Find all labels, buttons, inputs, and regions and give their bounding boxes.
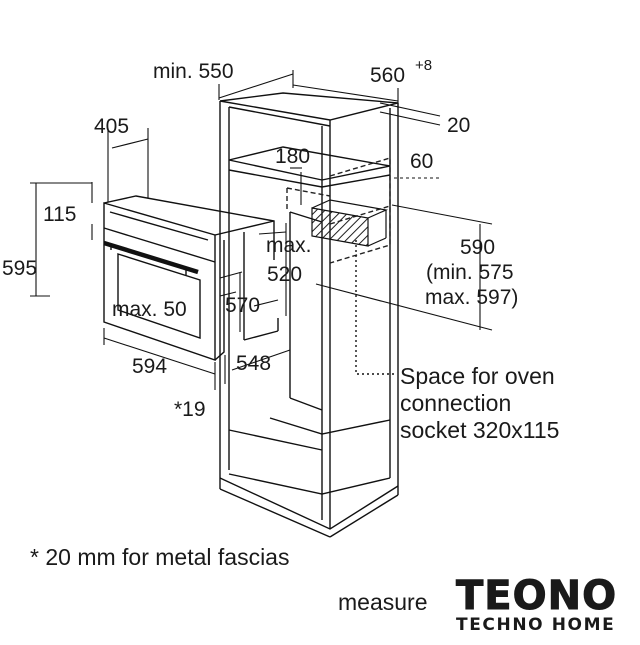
oven [103,195,279,361]
label-595: 595 [2,257,37,280]
callout-line-2: connection [400,390,511,416]
logo-tagline: TECHNO HOME [456,615,615,635]
dimension-labels: min. 550 560 +8 20 405 180 60 115 max. 5… [2,57,518,421]
label-180: 180 [275,145,310,168]
label-60: 60 [410,150,433,173]
label-520: 520 [267,263,302,286]
label-max: max. [266,234,312,257]
footnote: * 20 mm for metal fascias [30,544,289,570]
callout-line-3: socket 320x115 [400,417,559,443]
label-405: 405 [94,115,129,138]
label-min-575: (min. 575 [426,261,514,284]
label-548: 548 [236,352,271,375]
label-590: 590 [460,236,495,259]
label-20: 20 [447,114,470,137]
label-max-597: max. 597) [425,286,518,309]
label-115: 115 [43,203,76,226]
socket-callout: Space for oven connection socket 320x115 [400,363,559,443]
socket-area [311,199,389,247]
cabinet [219,92,399,538]
label-560-tolerance: +8 [415,57,432,74]
label-594: 594 [132,355,167,378]
label-19: *19 [174,398,206,421]
teono-logo: TEONO TECHNO HOME [448,570,634,635]
callout-leader [355,240,394,375]
dimension-lines [30,70,493,390]
label-570: 570 [225,294,260,317]
logo-brand: TEONO [456,573,617,619]
callout-line-1: Space for oven [400,363,555,389]
label-560: 560 [370,64,405,87]
label-max-50: max. 50 [112,298,187,321]
bottom-caption: measure [338,589,427,615]
label-min-550: min. 550 [153,60,234,83]
